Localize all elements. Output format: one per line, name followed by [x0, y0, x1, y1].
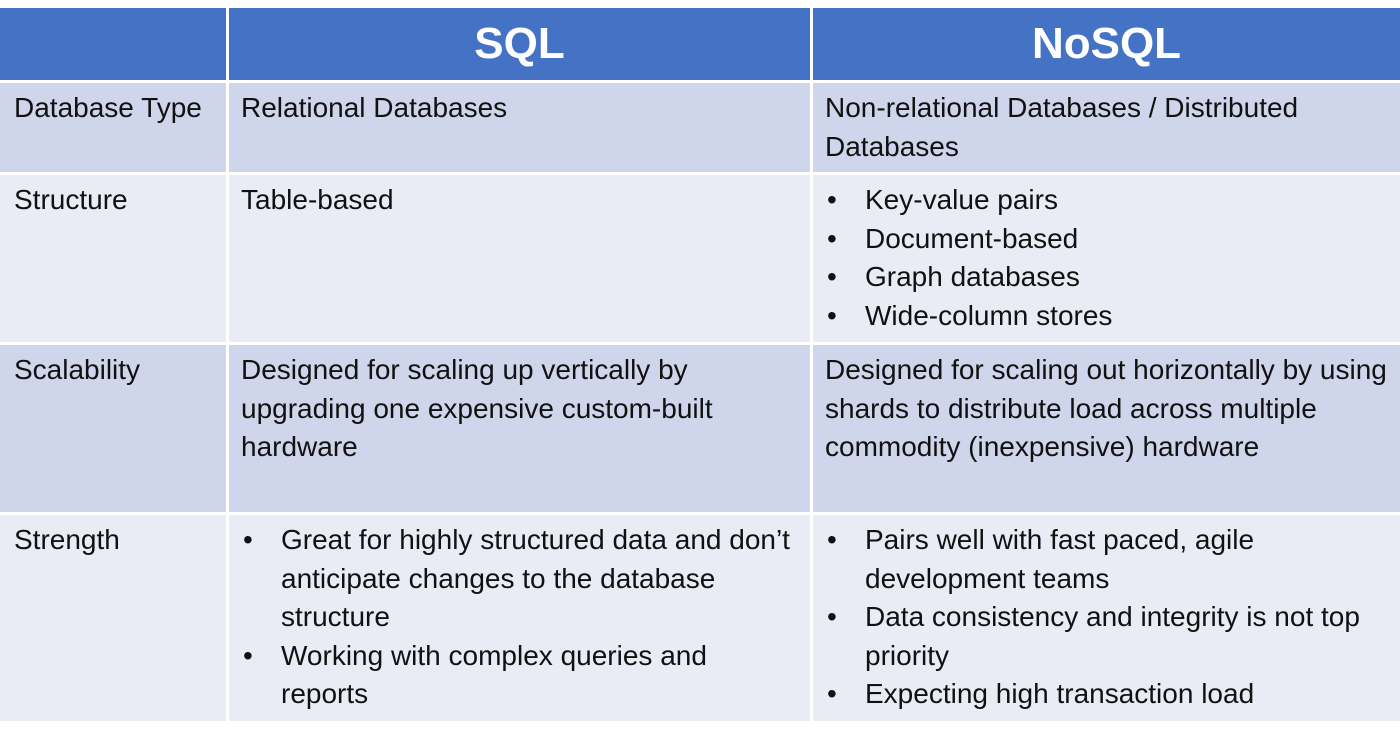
nosql-structure-list: • Key-value pairs • Document-based • Graph …	[825, 181, 1390, 335]
table-row-scalability: Scalability Designed for scaling up vert…	[0, 345, 1400, 515]
bullet-icon: •	[827, 222, 837, 254]
nosql-cell: • Key-value pairs • Document-based • Graph …	[813, 175, 1400, 342]
list-item: • Document-based	[825, 220, 1390, 259]
row-label: Database Type	[0, 83, 229, 172]
bullet-icon: •	[827, 678, 837, 709]
bullet-icon: •	[827, 601, 837, 632]
list-item-text: Document-based	[865, 222, 1079, 254]
comparison-table: SQL NoSQL Database Type Relational Datab…	[0, 8, 1400, 721]
row-label: Structure	[0, 175, 229, 342]
list-item: • Working with complex queries and report…	[241, 637, 800, 714]
row-label: Strength	[0, 515, 229, 721]
list-item: • Key-value pairs	[825, 181, 1390, 220]
table-row-strength: Strength • Great for highly structured da…	[0, 515, 1400, 721]
list-item-text: Pairs well with fast paced, agile develo…	[865, 524, 1255, 594]
header-sql: SQL	[229, 8, 813, 80]
table-row-database-type: Database Type Relational Databases Non-r…	[0, 83, 1400, 175]
nosql-cell: Non-relational Databases / Distributed D…	[825, 92, 1299, 162]
list-item-text: Expecting high transaction load	[865, 678, 1255, 709]
list-item: • Great for highly structured data and do…	[241, 521, 800, 637]
header-nosql: NoSQL	[1031, 19, 1182, 68]
list-item: • Wide-column stores	[825, 297, 1390, 336]
list-item: • Pairs well with fast paced, agile devel…	[825, 521, 1390, 598]
list-item-text: Wide-column stores	[865, 299, 1113, 331]
list-item: • Expecting high transaction load	[825, 675, 1390, 714]
sql-strength-list: • Great for highly structured data and do…	[241, 521, 800, 714]
list-item-text: Working with complex queries and reports	[281, 639, 707, 710]
list-item-text: Key-value pairs	[865, 184, 1058, 215]
list-item: • Graph databases	[825, 258, 1390, 297]
table-row-structure: Structure Table-based • Key-value pairs •…	[0, 175, 1400, 345]
sql-cell: Designed for scaling up vertically by up…	[229, 345, 813, 512]
nosql-cell: • Pairs well with fast paced, agile devel…	[813, 515, 1400, 721]
list-item-text: Graph databases	[865, 261, 1080, 292]
row-label: Scalability	[0, 345, 229, 512]
nosql-cell: Designed for scaling out horizontally by…	[825, 354, 1387, 462]
sql-cell: Table-based	[229, 175, 813, 342]
bullet-icon: •	[827, 299, 837, 331]
bullet-icon: •	[243, 524, 253, 555]
header-corner-cell	[0, 8, 229, 80]
sql-cell: Relational Databases	[229, 83, 813, 172]
bullet-icon: •	[827, 261, 837, 292]
sql-cell: • Great for highly structured data and do…	[229, 515, 813, 721]
list-item-text: Data consistency and integrity is not to…	[865, 601, 1360, 671]
list-item: • Data consistency and integrity is not t…	[825, 598, 1390, 675]
bullet-icon: •	[243, 639, 253, 671]
list-item-text: Great for highly structured data and don…	[281, 524, 790, 632]
bullet-icon: •	[827, 184, 837, 215]
bullet-icon: •	[827, 524, 837, 555]
nosql-strength-list: • Pairs well with fast paced, agile devel…	[825, 521, 1390, 714]
header-row: SQL NoSQL	[0, 8, 1400, 83]
